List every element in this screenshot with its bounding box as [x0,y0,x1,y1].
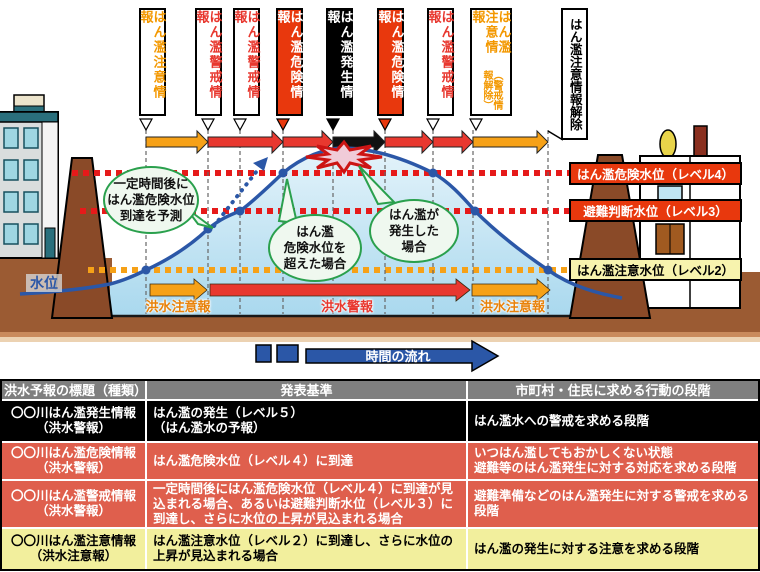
bubble-flood-occurred: はん濫が 発生した 場合 [369,199,459,263]
table-cell-action: 避難準備などのはん濫発生に対する警戒を求める段階 [468,481,758,529]
banner-hanran-hassei-joho: はん濫発生情報 [326,8,354,116]
banner-hanran-keikai-joho-1: はん濫警戒情報 [195,8,223,116]
table-row: 〇〇川はん濫警戒情報 （洪水警報） [2,481,147,529]
flood-forecast-table: 洪水予報の標題（種類） 発表基準 市町村・住民に求める行動の段階 〇〇川はん濫発… [0,379,760,571]
banner-hanran-kiken-joho-1: はん濫危険情報 [276,8,304,116]
left-building [0,94,59,259]
table-row: 〇〇川はん濫注意情報 （洪水注意報） [2,529,147,569]
table-cell-action: はん濫水への警戒を求める段階 [468,401,758,443]
flood-advisory-label-1: 洪水注意報 [145,299,211,314]
table-cell-criteria: 一定時間後にはん濫危険水位（レベル４）に到達が見込まれる場合、あるいは避難判断水… [147,481,468,529]
information-period-arrows [145,129,549,155]
table-header-action: 市町村・住民に求める行動の段階 [468,381,758,401]
evacuation-level-label: 避難判断水位（レベル3） [569,199,742,222]
banner-hanran-chui-joho-1: はん濫注意情報 [139,8,167,116]
flood-alert-arrows [149,278,551,302]
banner-hanran-chui-joho-kaijo: はん濫注意情報（警戒情報解除） [470,8,512,116]
flood-advisory-label-2: 洪水注意報 [479,299,545,314]
flood-warning-label: 洪水警報 [320,299,373,314]
bubble-prediction: 一定時間後に はん濫危険水位 到達を予測 [103,166,199,234]
table-cell-action: はん濫の発生に対する注意を求める段階 [468,529,758,569]
table-row: 〇〇川はん濫危険情報 （洪水警報） [2,443,147,481]
table-row: 〇〇川はん濫発生情報 （洪水警報） [2,401,147,443]
banner-pointers [138,118,564,141]
caution-level-label: はん濫注意水位（レベル2） [569,258,742,281]
time-flow-arrow [255,339,500,373]
banner-hanran-keikai-joho-3: はん濫警戒情報 [427,8,455,116]
table-header-title: 洪水予報の標題（種類） [2,381,147,401]
table-cell-criteria: はん濫危険水位（レベル４）に到達 [147,443,468,481]
levee-left [50,157,114,319]
bubble-exceeded-danger: はん濫 危険水位を 超えた場合 [268,214,362,282]
banner-hanran-kiken-joho-2: はん濫危険情報 [377,8,405,116]
water-level-label: 水位 [26,274,62,292]
table-cell-criteria: はん濫注意水位（レベル２）に到達し、さらに水位の上昇が見込まれる場合 [147,529,468,569]
banner-chui-joho-kaijo: はん濫注意情報解除 [561,8,588,140]
table-header-criteria: 発表基準 [147,381,468,401]
danger-level-label: はん濫危険水位（レベル4） [569,162,742,185]
banner-hanran-keikai-joho-2: はん濫警戒情報 [233,8,261,116]
table-cell-action: いつはん濫してもおかしくない状態 避難等のはん濫発生に対する対応を求める段階 [468,443,758,481]
table-cell-criteria: はん濫の発生（レベル５） （はん濫水の予報） [147,401,468,443]
flood-occurrence-starburst [305,139,383,175]
prediction-arrow [212,157,268,228]
time-flow-label: 時間の流れ [365,349,431,364]
